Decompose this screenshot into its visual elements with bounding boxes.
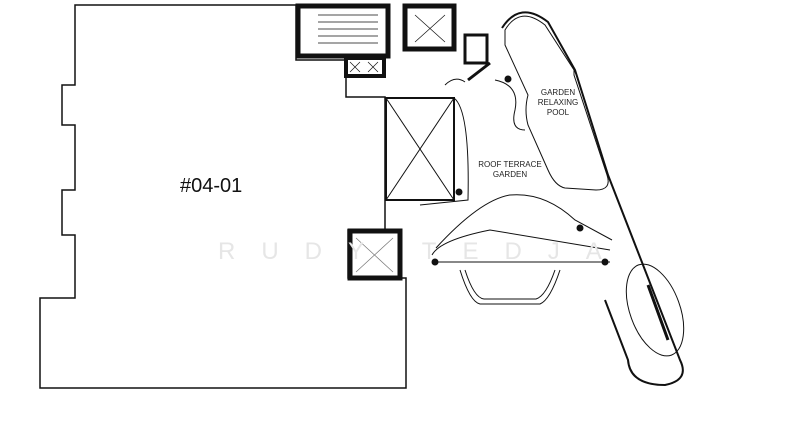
entry-area [444, 33, 526, 131]
terrace-label-line: GARDEN [492, 170, 528, 179]
watermark: RUDY TEDJA [218, 238, 628, 265]
pool-label: GARDEN RELAXING POOL [528, 88, 588, 118]
unit-label: #04-01 [180, 175, 243, 197]
lift-bottom [347, 228, 403, 281]
spiral-stair [625, 263, 685, 357]
terrace-label: ROOF TERRACE GARDEN [470, 160, 550, 180]
terrace-label-line: ROOF TERRACE [478, 160, 542, 169]
unit-outline [39, 4, 407, 389]
void [385, 97, 469, 206]
lift-top [402, 3, 457, 52]
pool-label-line: POOL [546, 108, 570, 117]
stair-core [295, 3, 391, 78]
pool [501, 11, 684, 387]
pool-label-line: RELAXING [537, 98, 579, 107]
terrace-paths [431, 194, 613, 305]
pool-label-line: GARDEN [540, 88, 576, 97]
